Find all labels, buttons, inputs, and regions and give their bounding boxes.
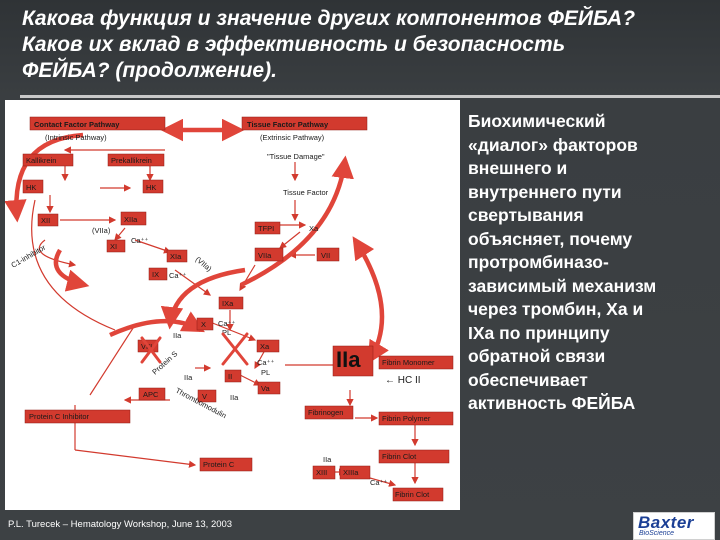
label-v: V bbox=[202, 392, 207, 401]
label-tissue-damage: "Tissue Damage" bbox=[267, 152, 325, 161]
label-ca-3: Ca⁺⁺ bbox=[218, 319, 236, 328]
label-ca-1: Ca⁺⁺ bbox=[131, 236, 149, 245]
label-fibrin-monomer: Fibrin Monomer bbox=[382, 358, 435, 367]
label-xii: XII bbox=[41, 216, 50, 225]
label-vii: VII bbox=[321, 251, 330, 260]
label-ca-2: Ca⁺⁺ bbox=[169, 271, 187, 280]
side-text-line-3: внешнего и bbox=[468, 158, 568, 178]
slide-title: Какова функция и значение других компоне… bbox=[22, 6, 720, 84]
side-text-line-1: Биохимический bbox=[468, 111, 606, 131]
label-hk-1: HK bbox=[26, 183, 36, 192]
label-kallikrein: Kallikrein bbox=[26, 156, 56, 165]
label-iia-1: IIa bbox=[173, 331, 182, 340]
label-tfpi: TFPI bbox=[258, 224, 274, 233]
label-pl-2: PL bbox=[261, 368, 270, 377]
logo-name: Baxter bbox=[638, 513, 694, 532]
label-prekallikrein: Prekallikrein bbox=[111, 156, 152, 165]
label-tissue-pathway: Tissue Factor Pathway bbox=[247, 120, 329, 129]
label-ca-5: Ca⁺⁺ bbox=[370, 478, 388, 487]
footer-citation: P.L. Turecek – Hematology Workshop, June… bbox=[8, 519, 233, 530]
slide-title-line-3: ФЕЙБА? (продолжение). bbox=[22, 59, 277, 82]
side-text-line-2: «диалог» факторов bbox=[468, 134, 638, 155]
label-big-iia: IIa bbox=[336, 347, 361, 372]
title-divider bbox=[20, 95, 720, 98]
label-intrinsic: (Intrinsic Pathway) bbox=[45, 133, 107, 142]
side-text-line-11: обратной связи bbox=[468, 346, 606, 366]
label-fibrinogen: Fibrinogen bbox=[308, 408, 343, 417]
coagulation-diagram: Contact Factor Pathway (Intrinsic Pathwa… bbox=[5, 100, 460, 510]
slide-title-line-2: Каков их вклад в эффективность и безопас… bbox=[22, 33, 566, 56]
label-viia: VIIa bbox=[258, 251, 272, 260]
side-text-line-12: обеспечивает bbox=[468, 369, 588, 390]
label-xa-2: Xa bbox=[260, 342, 270, 351]
label-iia-4: IIa bbox=[323, 455, 332, 464]
label-extrinsic: (Extrinsic Pathway) bbox=[260, 133, 325, 142]
label-viia-paren: (VIIa) bbox=[92, 226, 111, 235]
label-ixa: IXa bbox=[222, 299, 234, 308]
label-contact-pathway: Contact Factor Pathway bbox=[34, 120, 120, 129]
label-protein-c-inhibitor: Protein C Inhibitor bbox=[29, 412, 90, 421]
side-text-line-4: внутреннего пути bbox=[468, 181, 622, 202]
label-xiia: XIIa bbox=[124, 215, 138, 224]
label-va: Va bbox=[261, 384, 270, 393]
label-iia-2: IIa bbox=[184, 373, 193, 382]
side-text-line-8: зависимый механизм bbox=[468, 275, 657, 296]
label-hk-2: HK bbox=[146, 183, 156, 192]
label-hc-ii: ← HC II bbox=[385, 375, 421, 386]
side-text-line-13: активность ФЕЙБА bbox=[468, 393, 636, 413]
label-tissue-factor: Tissue Factor bbox=[283, 188, 329, 197]
label-xa-1: Xa bbox=[309, 224, 319, 233]
label-x: X bbox=[201, 320, 206, 329]
factor-boxes bbox=[22, 116, 454, 502]
label-fibrin-clot: Fibrin Clot bbox=[382, 452, 417, 461]
side-text-line-10: IXa по принципу bbox=[468, 322, 610, 343]
label-xiii: XIII bbox=[316, 468, 327, 477]
label-apc: APC bbox=[143, 390, 159, 399]
label-xiiia: XIIIa bbox=[343, 468, 359, 477]
label-pl-1: PL bbox=[222, 328, 231, 337]
inhibition-x-marks bbox=[140, 332, 249, 366]
label-fibrin-clot-2: Fibrin Clot bbox=[395, 490, 430, 499]
side-text-line-6: объясняет, почему bbox=[468, 228, 633, 249]
side-text-line-7: протромбиназо- bbox=[468, 252, 609, 272]
baxter-logo: Baxter BioScience bbox=[633, 512, 715, 540]
label-iia-3: IIa bbox=[230, 393, 239, 402]
label-fibrin-polymer: Fibrin Polymer bbox=[382, 414, 431, 423]
side-text-line-5: свертывания bbox=[468, 205, 584, 225]
slide-title-line-1: Какова функция и значение других компоне… bbox=[22, 7, 636, 30]
label-xi: XI bbox=[110, 242, 117, 251]
side-text-line-9: через тромбин, Xa и bbox=[468, 299, 644, 319]
label-protein-c: Protein C bbox=[203, 460, 235, 469]
logo-sub: BioScience bbox=[639, 530, 675, 537]
feedback-arrows bbox=[5, 118, 389, 364]
side-text: Биохимический «диалог» факторов внешнего… bbox=[468, 110, 718, 416]
label-ii: II bbox=[228, 372, 232, 381]
label-ca-4: Ca⁺⁺ bbox=[257, 358, 275, 367]
label-ix: IX bbox=[152, 270, 159, 279]
label-xia: XIa bbox=[170, 252, 182, 261]
